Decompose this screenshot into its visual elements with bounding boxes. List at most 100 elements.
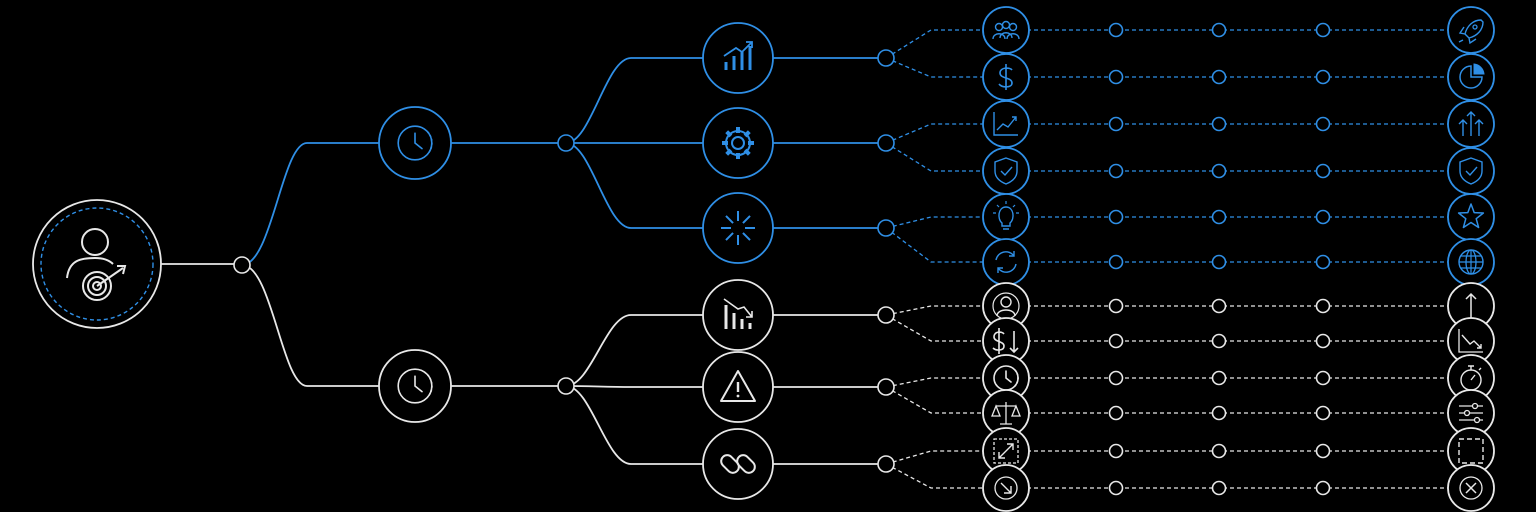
junction-node xyxy=(1108,163,1124,179)
shield-check-icon xyxy=(994,157,1018,185)
junction-node xyxy=(877,306,895,324)
junction-node xyxy=(233,256,251,274)
trend-down-icon xyxy=(1458,329,1483,353)
clock-icon xyxy=(397,125,433,161)
dashed-connector xyxy=(885,386,1006,414)
junction-node xyxy=(1315,254,1331,270)
junction-node xyxy=(1108,116,1124,132)
row-start-node xyxy=(982,6,1030,54)
junction-node xyxy=(1315,298,1331,314)
junction-node xyxy=(557,377,575,395)
shield-check-icon xyxy=(1459,157,1483,185)
dashed-connector xyxy=(885,227,1006,263)
level2-node xyxy=(702,192,774,264)
junction-node xyxy=(1211,163,1227,179)
row-start-node xyxy=(982,147,1030,195)
connector-line xyxy=(241,142,415,266)
dollar-down-icon xyxy=(992,328,1019,354)
junction-node xyxy=(1108,298,1124,314)
row-end-node xyxy=(1447,389,1495,437)
row-end-node xyxy=(1447,238,1495,286)
junction-node xyxy=(1108,443,1124,459)
refresh-icon xyxy=(995,251,1017,273)
connector-line xyxy=(565,314,886,387)
bar-chart-decline-icon xyxy=(723,298,753,329)
junction-node xyxy=(1211,480,1227,496)
junction-node xyxy=(877,378,895,396)
dashed-connector xyxy=(885,216,1006,229)
row-start-node xyxy=(982,53,1030,101)
row-start-node xyxy=(982,317,1030,365)
connector-line xyxy=(565,57,886,144)
user-icon xyxy=(992,292,1020,320)
junction-node xyxy=(877,49,895,67)
junction-node xyxy=(1211,298,1227,314)
junction-node xyxy=(1211,333,1227,349)
level2-node xyxy=(702,107,774,179)
junction-node xyxy=(877,455,895,473)
junction-node xyxy=(1108,69,1124,85)
level1-node xyxy=(378,106,452,180)
connector-line xyxy=(241,264,415,387)
junction-node xyxy=(1315,22,1331,38)
junction-node xyxy=(1315,480,1331,496)
warning-triangle-icon xyxy=(720,370,756,402)
row-start-node xyxy=(982,100,1030,148)
pie-chart-icon xyxy=(1459,63,1485,89)
sliders-icon xyxy=(1459,402,1483,424)
level2-node xyxy=(702,22,774,94)
row-end-node xyxy=(1447,464,1495,512)
junction-node xyxy=(1108,22,1124,38)
clock-icon xyxy=(397,368,433,404)
level2-node xyxy=(702,351,774,423)
row-start-node xyxy=(982,389,1030,437)
root-dashed-ring xyxy=(40,207,154,321)
level2-node xyxy=(702,428,774,500)
broken-link-icon xyxy=(720,454,756,474)
dashed-square-icon xyxy=(1458,438,1484,464)
scale-icon xyxy=(991,402,1021,425)
row-end-node xyxy=(1447,6,1495,54)
people-group-icon xyxy=(992,20,1020,40)
junction-node xyxy=(1211,22,1227,38)
level2-node xyxy=(702,279,774,351)
root-node xyxy=(32,199,162,329)
row-start-node xyxy=(982,193,1030,241)
arrow-up-icon xyxy=(1465,292,1477,318)
bar-chart-growth-icon xyxy=(723,41,753,70)
rocket-icon xyxy=(1458,19,1484,45)
junction-node xyxy=(1108,209,1124,225)
junction-node xyxy=(1211,116,1227,132)
close-circle-icon xyxy=(1459,476,1483,500)
dashed-connector xyxy=(885,57,1006,78)
up-arrows-icon xyxy=(1458,111,1484,136)
dashed-connector xyxy=(885,29,1006,59)
junction-node xyxy=(557,134,575,152)
junction-node xyxy=(1315,209,1331,225)
dashed-connector xyxy=(885,314,1006,342)
connector-line xyxy=(565,385,886,465)
junction-node xyxy=(1315,333,1331,349)
dashed-connector xyxy=(885,142,1006,172)
junction-node xyxy=(1108,405,1124,421)
line-chart-icon xyxy=(993,112,1018,136)
junction-node xyxy=(1211,405,1227,421)
arrow-down-right-circle-icon xyxy=(994,476,1018,500)
row-end-node xyxy=(1447,193,1495,241)
lightbulb-icon xyxy=(993,201,1019,230)
row-end-node xyxy=(1447,100,1495,148)
junction-node xyxy=(1211,69,1227,85)
person-target-icon xyxy=(66,228,127,301)
dashed-connector xyxy=(885,377,1006,388)
row-start-node xyxy=(982,282,1030,330)
globe-icon xyxy=(1458,249,1484,275)
dashed-connector xyxy=(885,450,1006,465)
row-end-node xyxy=(1447,53,1495,101)
level1-node xyxy=(378,349,452,423)
junction-node xyxy=(877,134,895,152)
junction-node xyxy=(1315,370,1331,386)
expand-icon xyxy=(993,438,1019,464)
star-icon xyxy=(1457,203,1485,229)
